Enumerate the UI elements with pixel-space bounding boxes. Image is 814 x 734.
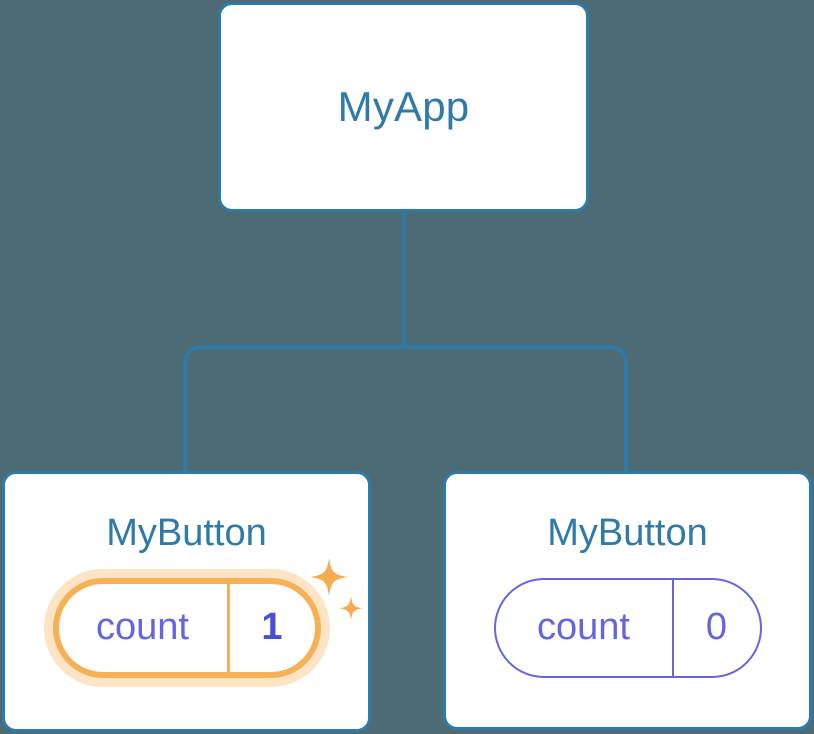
state-pill-left-wrap: count 1 [52,558,363,678]
child-node-left-title: MyButton [106,512,267,554]
root-node-card[interactable]: MyApp [218,2,589,212]
state-pill-right-wrap: count 0 [493,578,762,678]
state-key-left: count [96,606,189,648]
state-value-left: 1 [226,584,315,672]
child-node-left-body: MyButton count 1 [5,474,368,729]
child-node-left-card[interactable]: MyButton count 1 [2,471,371,732]
state-key-right: count [537,606,630,648]
root-node-title: MyApp [337,83,470,130]
state-pill-left[interactable]: count 1 [52,578,321,678]
state-value-right: 0 [671,580,760,676]
child-node-right-body: MyButton count 0 [446,474,809,727]
child-node-right-card[interactable]: MyButton count 0 [443,471,812,730]
child-node-right-title: MyButton [547,512,708,554]
state-pill-right[interactable]: count 0 [493,578,762,678]
connector-branch-left [183,345,404,478]
connector-branch-right [404,345,628,478]
